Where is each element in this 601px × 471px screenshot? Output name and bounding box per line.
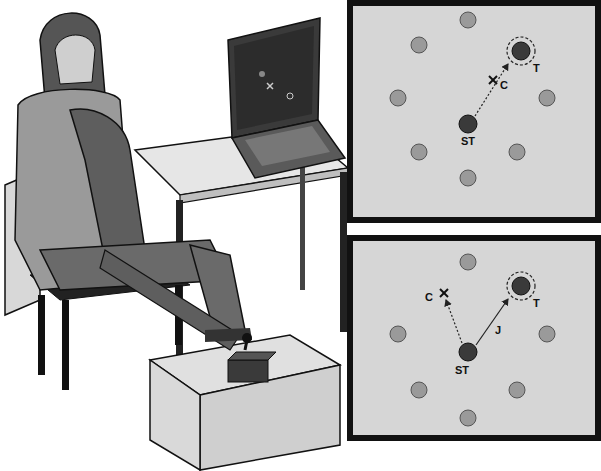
callout-letter: T xyxy=(533,63,540,74)
callout-letter: T xyxy=(533,298,540,309)
callout-letter: C xyxy=(425,292,433,303)
callout-letter: J xyxy=(495,325,501,336)
callout-letter: ST xyxy=(455,365,469,376)
callout-letter: ST xyxy=(461,136,475,147)
callout-letter: C xyxy=(500,80,508,91)
